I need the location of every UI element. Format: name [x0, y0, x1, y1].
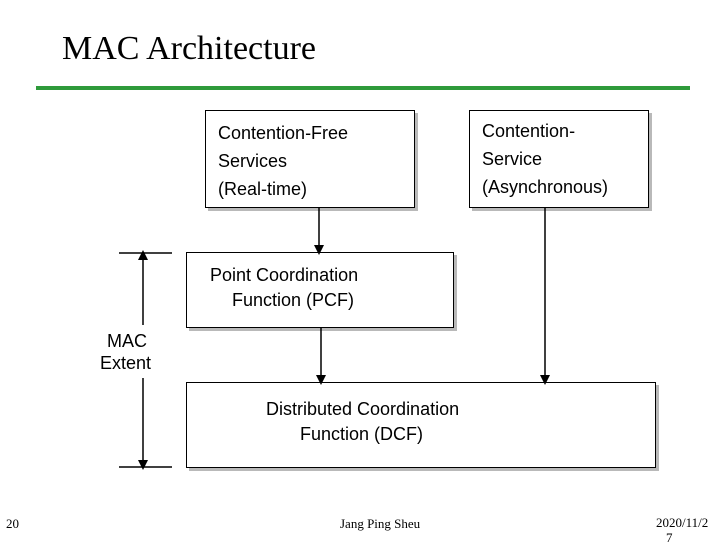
- dcf-box: Distributed Coordination Function (DCF): [186, 382, 656, 468]
- footer-author: Jang Ping Sheu: [340, 516, 421, 531]
- dcf-line2: Function (DCF): [300, 424, 424, 444]
- pcf-line1: Point Coordination: [210, 265, 359, 285]
- contention-service-line2: Service: [482, 149, 543, 169]
- slide-title: MAC Architecture: [62, 30, 316, 67]
- mac-extent-line2: Extent: [100, 353, 152, 373]
- contention-free-line2: Services: [218, 151, 288, 171]
- pcf-line2: Function (PCF): [232, 290, 355, 310]
- contention-free-line1: Contention-Free: [218, 123, 349, 143]
- dcf-line1: Distributed Coordination: [266, 399, 460, 419]
- contention-service-line3: (Asynchronous): [482, 177, 609, 197]
- pcf-box: Point Coordination Function (PCF): [186, 252, 454, 328]
- mac-extent-line1: MAC: [107, 331, 147, 351]
- contention-service-line1: Contention-: [482, 121, 576, 141]
- title-underline: [36, 86, 690, 90]
- footer-date-line1: 2020/11/2: [656, 515, 709, 530]
- page-number: 20: [6, 516, 19, 531]
- contention-free-services-box: Contention-Free Services (Real-time): [205, 110, 415, 208]
- footer-date-line2: 7: [666, 530, 673, 545]
- contention-service-box: Contention- Service (Asynchronous): [469, 110, 649, 208]
- contention-free-line3: (Real-time): [218, 179, 308, 199]
